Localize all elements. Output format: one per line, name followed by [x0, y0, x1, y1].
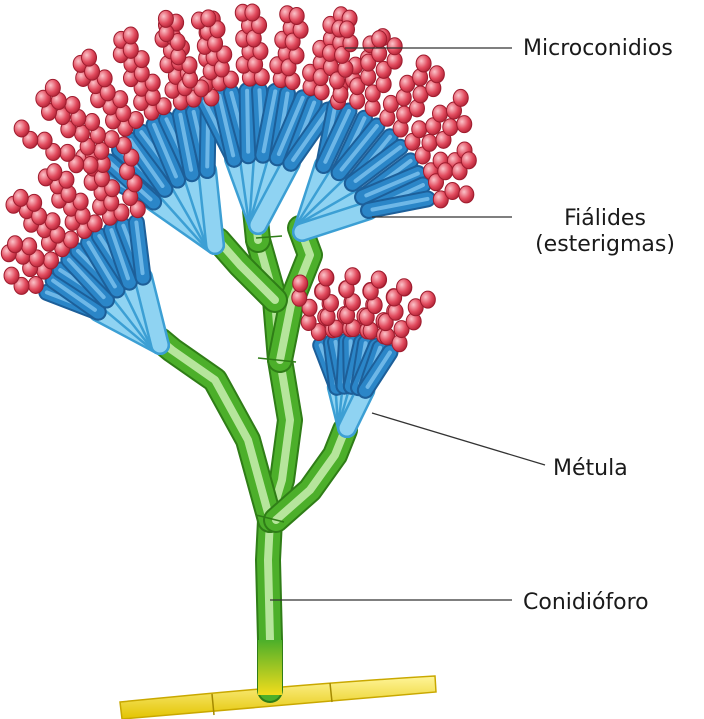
conidium [461, 152, 476, 169]
conidium [22, 238, 37, 255]
conidium [47, 164, 62, 181]
conidium [45, 79, 60, 96]
label-microconidios: Microconidios [523, 36, 673, 62]
label-fialides-line2: (esterigmas) [520, 232, 690, 258]
conidium [457, 116, 472, 133]
conidium [459, 186, 474, 203]
conidium [432, 105, 447, 122]
conidium [340, 21, 355, 38]
conidium [104, 131, 119, 148]
phialide-highlight [247, 91, 248, 152]
conidium [83, 157, 98, 174]
conidium [8, 236, 23, 253]
leader-line-metula [372, 413, 545, 465]
conidium [27, 194, 42, 211]
label-conidioforo: Conidióforo [523, 590, 649, 616]
conidium [82, 49, 97, 66]
conidium [85, 114, 100, 131]
conidium [293, 275, 308, 292]
conidium [438, 163, 453, 180]
stalk-foot [258, 640, 282, 695]
conidiophore-stalk [160, 210, 345, 695]
conidium [289, 8, 304, 25]
conidium [201, 10, 216, 27]
conidium [387, 38, 402, 55]
conidium [397, 279, 412, 296]
conidium [14, 120, 29, 137]
conidium [429, 66, 444, 83]
conidium [412, 121, 427, 138]
conidium [28, 276, 43, 293]
label-fialides: Fiálides (esterigmas) [520, 206, 690, 259]
conidium [43, 252, 58, 269]
conidium [245, 4, 260, 21]
conidium [4, 267, 19, 284]
conidium [416, 55, 431, 72]
conidium [123, 27, 138, 44]
conidium [372, 31, 387, 48]
metula-fill [207, 170, 215, 245]
conidium [420, 291, 435, 308]
conidium [453, 89, 468, 106]
conidium [63, 231, 78, 248]
conidium [13, 189, 28, 206]
label-fialides-line1: Fiálides [520, 206, 690, 232]
conidium [345, 268, 360, 285]
conidium [65, 96, 80, 113]
conidium [422, 134, 437, 151]
conidium [158, 10, 173, 27]
conidium [445, 183, 460, 200]
conidium [37, 132, 52, 149]
conidium [60, 144, 75, 161]
conidium [371, 271, 386, 288]
conidium [443, 119, 458, 136]
conidium [319, 269, 334, 286]
label-metula: Métula [553, 456, 628, 482]
conidium [45, 213, 60, 230]
